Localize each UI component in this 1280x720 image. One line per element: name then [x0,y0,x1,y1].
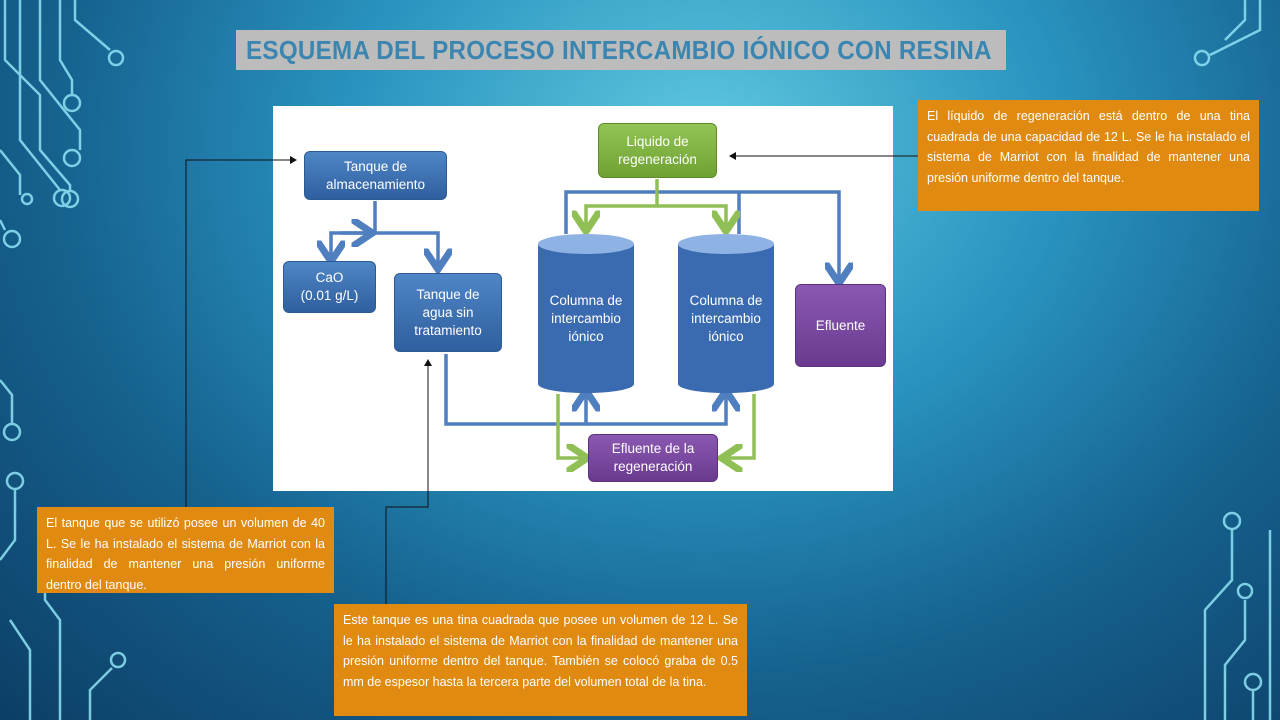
regen-liquid-note-text: El líquido de regeneración está dentro d… [927,109,1250,185]
column-1-shape [538,234,634,393]
regen-effluent-node: Efluente de la regeneración [588,434,718,482]
storage-tank-label: Tanque de almacenamiento [325,158,426,192]
effluent-node: Efluente [795,284,886,367]
cao-label: CaO [315,270,344,285]
slide-title: Esquema del proceso intercambio iónico c… [246,35,992,65]
title-banner: Esquema del proceso intercambio iónico c… [236,30,1006,70]
regen-liquid-note: El líquido de regeneración está dentro d… [918,100,1259,211]
storage-tank-node: Tanque de almacenamiento [304,151,447,200]
effluent-label: Efluente [815,317,866,333]
untreated-tank-node: Tanque de agua sin tratamiento [394,273,502,352]
storage-tank-note-text: El tanque que se utilizó posee un volume… [46,516,325,592]
column-1-node: Columna de intercambio iónico [538,281,634,356]
column-2-shape [678,234,774,393]
column-1-label: Columna de intercambio iónico [549,292,623,344]
column-2-node: Columna de intercambio iónico [678,281,774,356]
column-2-label: Columna de intercambio iónico [689,292,763,344]
untreated-tank-note: Este tanque es una tina cuadrada que pos… [334,604,747,716]
diagram-connectors [273,179,893,491]
storage-tank-note: El tanque que se utilizó posee un volume… [37,507,334,593]
untreated-tank-label: Tanque de agua sin tratamiento [414,286,482,338]
regen-liquid-node: Liquido de regeneración [598,123,717,178]
cao-concentration: (0.01 g/L) [300,288,359,303]
untreated-tank-note-text: Este tanque es una tina cuadrada que pos… [343,613,738,689]
process-diagram: Tanque de almacenamiento CaO (0.01 g/L) … [273,106,893,491]
cao-node: CaO (0.01 g/L) [283,261,376,313]
regen-effluent-label: Efluente de la regeneración [611,441,695,474]
regen-liquid-label: Liquido de regeneración [618,133,697,167]
